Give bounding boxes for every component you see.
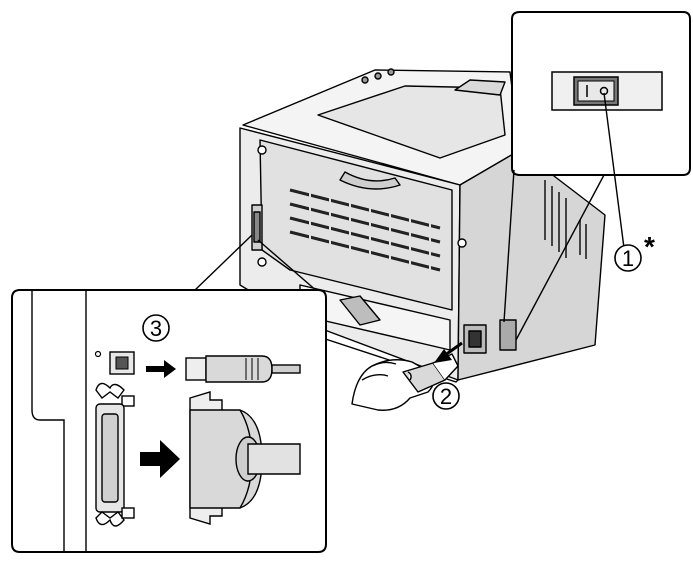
callout-interface-cables: 3	[142, 314, 170, 342]
power-switch-inset	[503, 11, 691, 341]
power-cord-icon	[351, 353, 459, 411]
callout-interface-cables-label: 3	[150, 316, 162, 341]
footnote-asterisk: *	[644, 231, 655, 262]
usb-connector-icon	[94, 350, 135, 375]
arrow-icon	[140, 360, 180, 478]
callout-power-switch: 1	[614, 244, 642, 272]
callout-power-cord: 2	[432, 382, 460, 410]
callout-power-cord-label: 2	[440, 384, 452, 409]
interface-inset: 3	[11, 234, 327, 553]
parallel-connector-icon	[95, 382, 135, 527]
arrow-icon	[434, 341, 463, 363]
callout-power-switch-label: 1	[622, 246, 634, 271]
parallel-cable-plug	[189, 391, 301, 525]
usb-cable-plug	[185, 355, 301, 383]
power-switch-icon	[573, 76, 619, 106]
